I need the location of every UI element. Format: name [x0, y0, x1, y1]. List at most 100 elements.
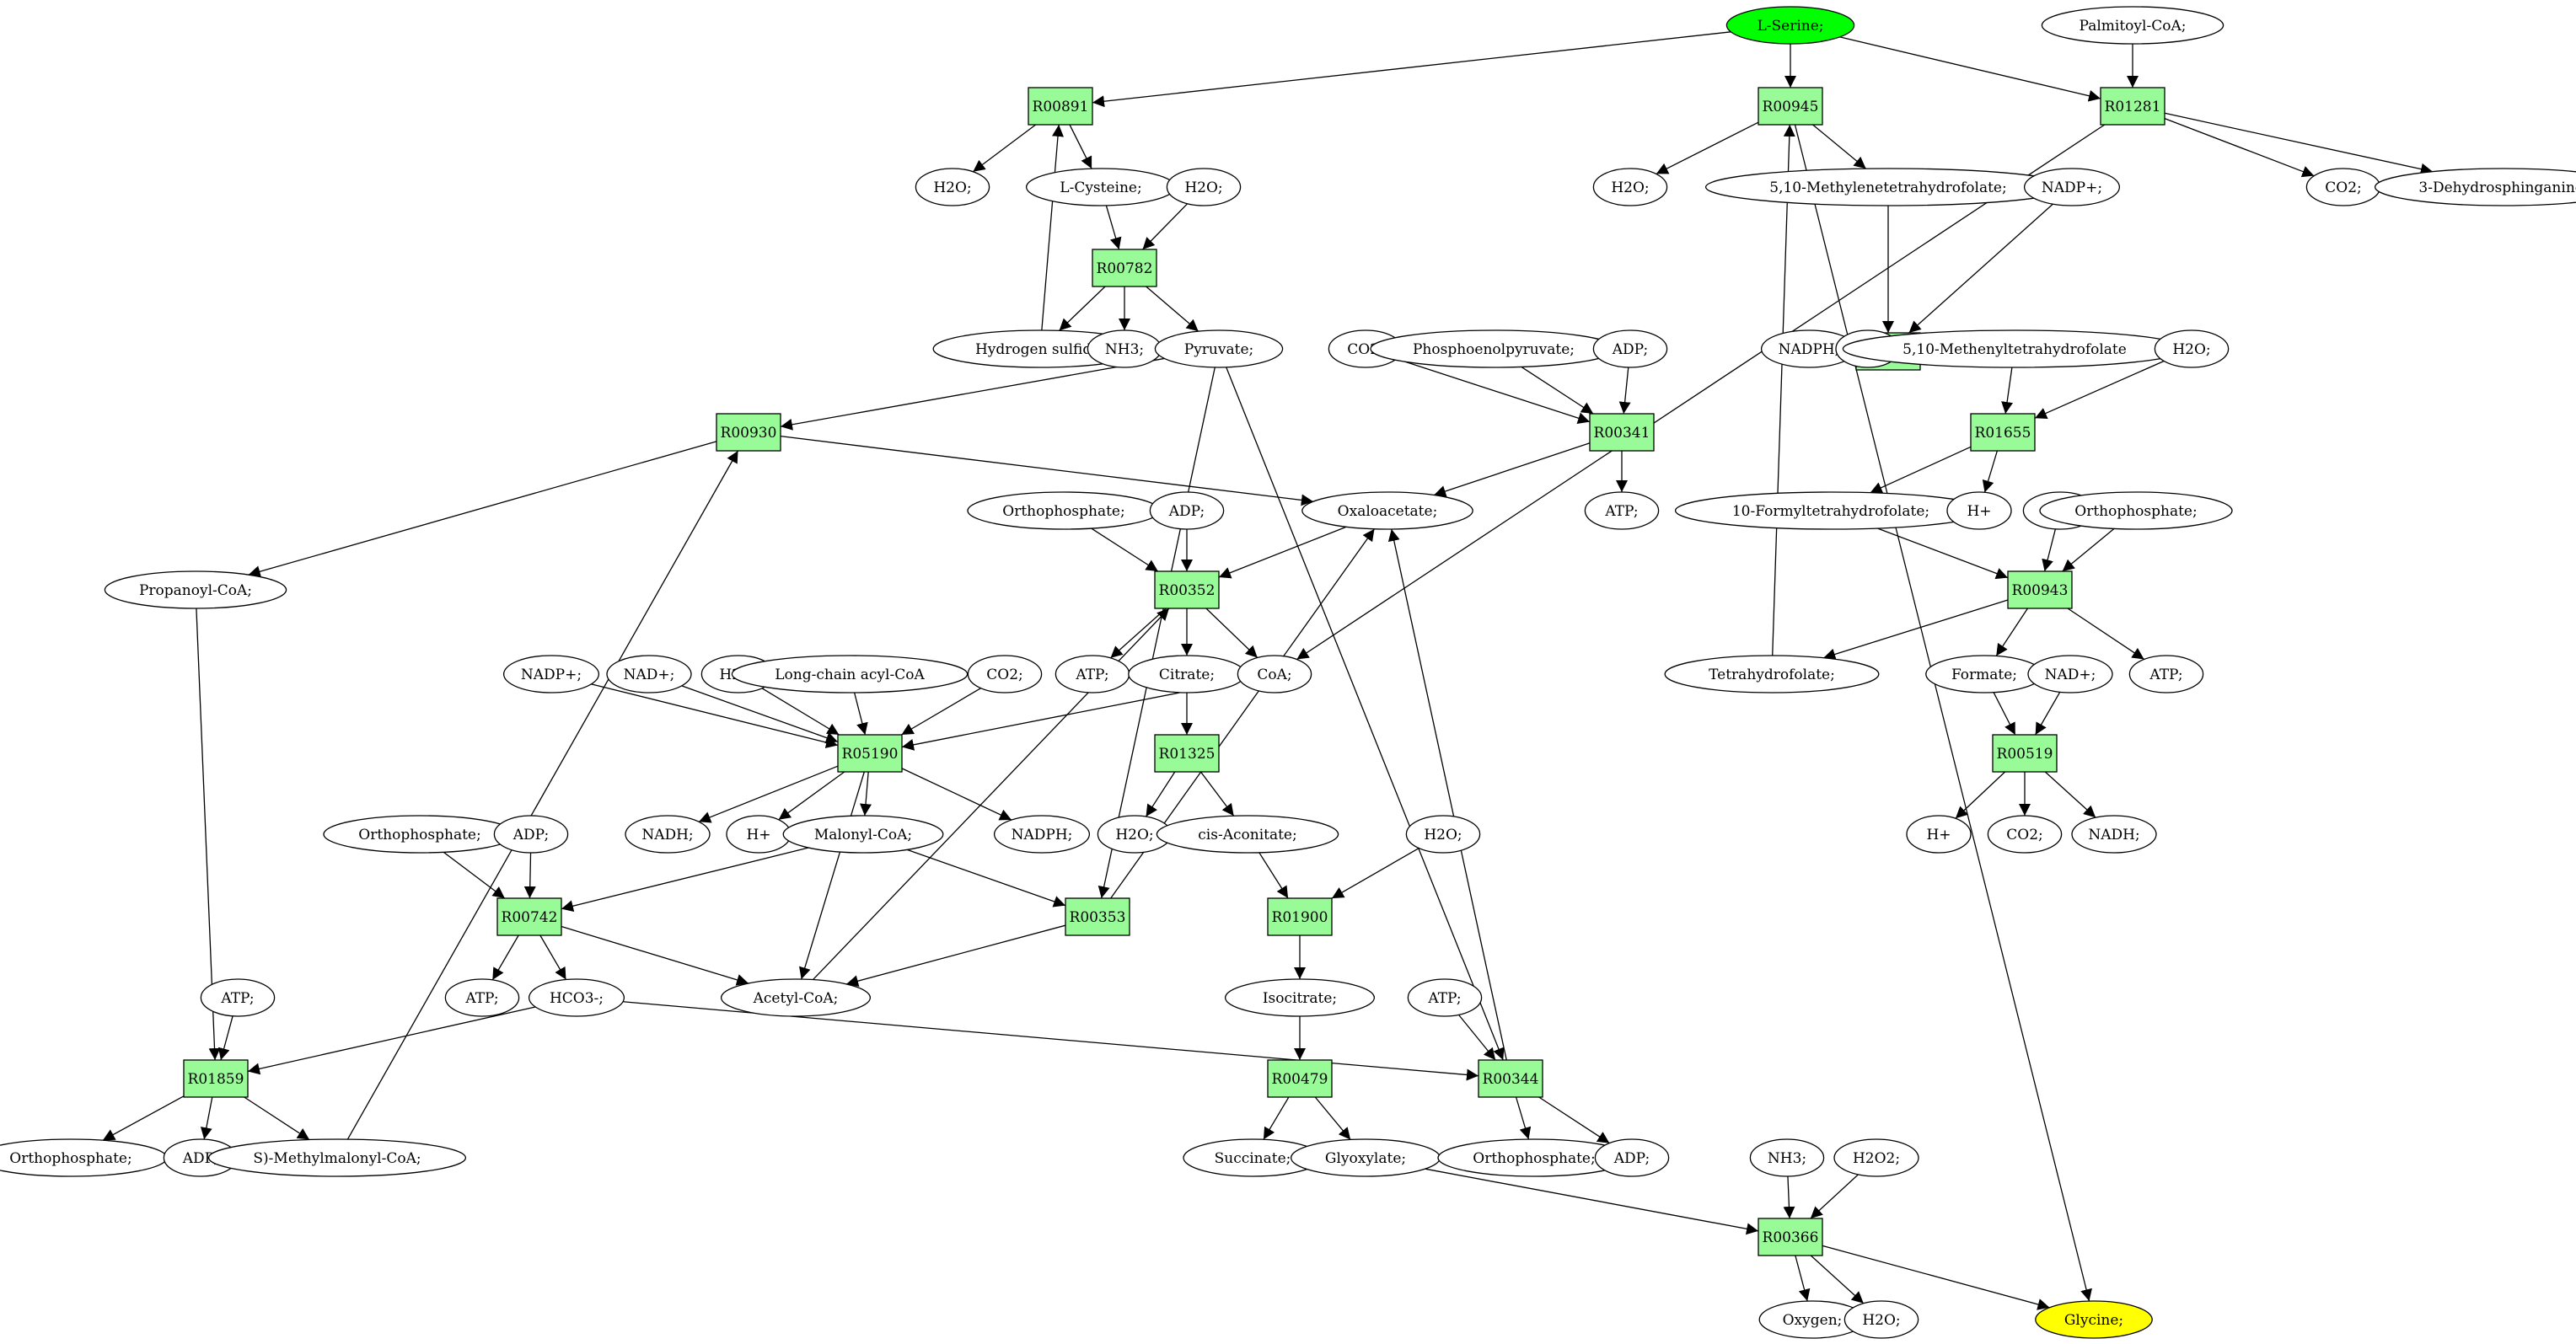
- compound-label: ATP;: [464, 990, 498, 1007]
- compound-node-ortho-d[interactable]: Orthophosphate;: [0, 1138, 168, 1177]
- compound-node-h2o-f[interactable]: H2O;: [1097, 815, 1173, 854]
- compound-node-h2o-a[interactable]: H2O;: [915, 168, 990, 206]
- compound-label: H2O;: [1862, 1312, 1900, 1329]
- reaction-node-r00366[interactable]: R00366: [1758, 1218, 1823, 1256]
- compound-node-citrate[interactable]: Citrate;: [1128, 655, 1246, 693]
- compound-node-nadh-b[interactable]: NADH;: [2071, 815, 2157, 854]
- compound-node-mthf[interactable]: 5,10-Methylenetetrahydrofolate;: [1704, 168, 2072, 206]
- reaction-node-r00742[interactable]: R00742: [496, 897, 562, 936]
- compound-node-h2o2[interactable]: H2O2;: [1833, 1138, 1919, 1177]
- edge-adp_a-to-R00341: [1618, 367, 1631, 415]
- reaction-node-r00943[interactable]: R00943: [2007, 570, 2073, 609]
- reaction-node-r00782[interactable]: R00782: [1092, 249, 1157, 287]
- compound-node-atp-e[interactable]: ATP;: [200, 978, 276, 1017]
- compound-node-ortho-e[interactable]: Orthophosphate;: [1437, 1138, 1631, 1177]
- compound-node-oxygen[interactable]: Oxygen;: [1758, 1300, 1866, 1339]
- edge-nadp_a-to-R01220: [1908, 203, 2053, 334]
- compound-label: ATP;: [1604, 503, 1638, 520]
- compound-node-nh3-a[interactable]: NH3;: [1087, 329, 1162, 368]
- reaction-label: R00891: [1033, 99, 1089, 115]
- compound-node-nad-a[interactable]: NAD+;: [606, 655, 692, 693]
- compound-node-ortho-a[interactable]: Orthophosphate;: [967, 491, 1161, 530]
- compound-node-hco3[interactable]: HCO3-;: [528, 978, 625, 1017]
- reaction-node-r00479[interactable]: R00479: [1267, 1059, 1333, 1098]
- compound-label: HCO3-;: [550, 990, 604, 1007]
- compound-node-nad-b[interactable]: NAD+;: [2027, 655, 2113, 693]
- compound-node-adp-d[interactable]: ADP;: [493, 815, 569, 854]
- compound-node-propcoa[interactable]: Propanoyl-CoA;: [104, 570, 287, 609]
- compound-node-h2o-g[interactable]: H2O;: [1405, 815, 1481, 854]
- compound-node-smm[interactable]: S)-Methylmalonyl-CoA;: [207, 1138, 467, 1177]
- compound-node-nadph-b[interactable]: NADPH;: [993, 815, 1091, 854]
- compound-node-hplus-c[interactable]: H+: [726, 815, 792, 854]
- reaction-node-r00341[interactable]: R00341: [1589, 413, 1655, 452]
- reaction-box: [1478, 1059, 1543, 1098]
- compound-node-succ[interactable]: Succinate;: [1183, 1138, 1323, 1177]
- compound-node-ortho-b[interactable]: Orthophosphate;: [2039, 491, 2233, 530]
- compound-node-coa[interactable]: CoA;: [1237, 655, 1312, 693]
- reaction-node-r00891[interactable]: R00891: [1028, 87, 1093, 126]
- compound-node-thf[interactable]: Tetrahydrofolate;: [1664, 655, 1880, 693]
- compound-node-nadh-a[interactable]: NADH;: [625, 815, 711, 854]
- reaction-node-r05190[interactable]: R05190: [837, 734, 903, 773]
- compound-node-lcys[interactable]: L-Cysteine;: [1025, 168, 1177, 206]
- compound-node-hplus-d[interactable]: H+: [1906, 815, 1972, 854]
- compound-node-co2-c[interactable]: CO2;: [967, 655, 1043, 693]
- reaction-node-r01281[interactable]: R01281: [2100, 87, 2165, 126]
- compound-node-lcacyl[interactable]: Long-chain acyl-CoA: [731, 655, 969, 693]
- compound-node-h2o-h[interactable]: H2O;: [1843, 1300, 1919, 1339]
- compound-node-atp-b[interactable]: ATP;: [1055, 655, 1130, 693]
- compound-node-glycine[interactable]: Glycine;: [2035, 1300, 2153, 1339]
- compound-node-adp-f[interactable]: ADP;: [1594, 1138, 1670, 1177]
- compound-node-palmitoyl[interactable]: Palmitoyl-CoA;: [2041, 6, 2224, 45]
- compound-node-nadp-b[interactable]: NADP+;: [502, 655, 600, 693]
- compound-node-co2-d[interactable]: CO2;: [1987, 815, 2063, 854]
- compound-node-isocit[interactable]: Isocitrate;: [1224, 978, 1376, 1017]
- compound-node-formate[interactable]: Formate;: [1925, 655, 2043, 693]
- compound-node-oaa[interactable]: Oxaloacetate;: [1301, 491, 1473, 530]
- reaction-node-r00344[interactable]: R00344: [1478, 1059, 1543, 1098]
- compound-node-formyl[interactable]: 10-Formyltetrahydrofolate;: [1674, 491, 1988, 530]
- edge-R00945-to-mthf: [1812, 124, 1867, 169]
- compound-node-h2o-d[interactable]: H2O;: [2154, 329, 2230, 368]
- edge-oaa-to-R00352: [1218, 526, 1347, 579]
- compound-node-atp-c[interactable]: ATP;: [2128, 655, 2204, 693]
- compound-node-methenyl[interactable]: 5,10-Methenyltetrahydrofolate: [1842, 329, 2187, 368]
- reaction-node-r00352[interactable]: R00352: [1154, 570, 1220, 609]
- reaction-node-r00930[interactable]: R00930: [716, 413, 781, 452]
- reaction-node-r01900[interactable]: R01900: [1267, 897, 1333, 936]
- compound-node-hplus-b[interactable]: H+: [1946, 491, 2012, 530]
- reaction-node-r00353[interactable]: R00353: [1065, 897, 1130, 936]
- reaction-node-r01859[interactable]: R01859: [183, 1059, 249, 1098]
- compound-node-h2o-c[interactable]: H2O;: [1592, 168, 1668, 206]
- compound-node-h2o-b[interactable]: H2O;: [1166, 168, 1242, 206]
- edge-h2o_g-to-R01900: [1331, 847, 1419, 899]
- compound-node-nadp-a[interactable]: NADP+;: [2023, 168, 2121, 206]
- compound-node-lserine[interactable]: L-Serine;: [1725, 6, 1855, 45]
- compound-node-adp-e[interactable]: ADP;: [163, 1138, 239, 1177]
- compound-node-cisacon[interactable]: cis-Aconitate;: [1156, 815, 1339, 854]
- reaction-node-r00519[interactable]: R00519: [1992, 734, 2058, 773]
- compound-node-co2-a[interactable]: CO2;: [2305, 168, 2381, 206]
- compound-node-glyox[interactable]: Glyoxylate;: [1290, 1138, 1441, 1177]
- compound-node-nadph-a[interactable]: NADPH;: [1760, 329, 1858, 368]
- compound-node-dhs[interactable]: 3-Dehydrosphinganine;: [2374, 168, 2576, 206]
- reaction-node-r01655[interactable]: R01655: [1970, 413, 2036, 452]
- compound-node-atp-f[interactable]: ATP;: [1407, 978, 1483, 1017]
- compound-ellipse: [2027, 655, 2113, 693]
- compound-node-malonyl[interactable]: Malonyl-CoA;: [782, 815, 944, 854]
- compound-node-atp-a[interactable]: ATP;: [1584, 491, 1660, 530]
- compound-node-nh3-b[interactable]: NH3;: [1749, 1138, 1825, 1177]
- compound-node-adp-b[interactable]: ADP;: [1149, 491, 1225, 530]
- compound-node-pep[interactable]: Phosphoenolpyruvate;: [1370, 329, 1618, 368]
- reaction-node-r00945[interactable]: R00945: [1758, 87, 1823, 126]
- edge-R00782-to-h2s: [1059, 286, 1106, 331]
- reaction-node-r01325[interactable]: R01325: [1154, 734, 1220, 773]
- compound-node-ortho-c[interactable]: Orthophosphate;: [323, 815, 517, 854]
- compound-node-pyr[interactable]: Pyruvate;: [1154, 329, 1284, 368]
- edge-formyl-to-R00943: [1877, 527, 2009, 580]
- compound-node-atp-d[interactable]: ATP;: [444, 978, 520, 1017]
- compound-node-acetylcoa[interactable]: Acetyl-CoA;: [720, 978, 872, 1017]
- compound-node-adp-a[interactable]: ADP;: [1592, 329, 1668, 368]
- compound-label: H2O;: [1184, 179, 1222, 196]
